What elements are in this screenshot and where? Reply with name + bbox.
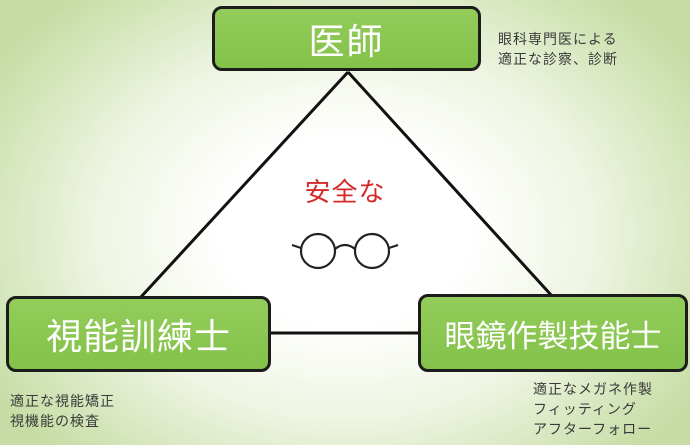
- node-orthoptist-label: 視能訓練士: [45, 317, 231, 358]
- note-orthoptist-line: 視機能の検査: [10, 414, 100, 430]
- note-doctor-line: 適正な診察、診断: [498, 52, 618, 68]
- node-optician-label: 眼鏡作製技能士: [444, 318, 662, 355]
- note-orthoptist-line: 適正な視能矯正: [10, 394, 115, 410]
- note-optician-line: アフターフォロー: [533, 422, 653, 438]
- note-doctor-line: 眼科専門医による: [498, 32, 618, 48]
- note-orthoptist: 適正な視能矯正 視機能の検査: [10, 392, 115, 432]
- note-doctor: 眼科専門医による 適正な診察、診断: [498, 30, 618, 70]
- node-doctor: 医師: [212, 6, 481, 71]
- center-title: 安全な: [304, 178, 386, 208]
- note-optician: 適正なメガネ作製 フィッティング アフターフォロー: [533, 380, 653, 440]
- edge-doctor-orthoptist: [138, 70, 350, 300]
- node-orthoptist: 視能訓練士: [6, 296, 271, 372]
- note-optician-line: フィッティング: [533, 402, 637, 418]
- note-optician-line: 適正なメガネ作製: [533, 382, 653, 398]
- node-doctor-label: 医師: [308, 21, 385, 63]
- glasses-icon: [291, 232, 399, 270]
- edge-doctor-optician: [346, 70, 554, 298]
- node-optician: 眼鏡作製技能士: [418, 294, 688, 372]
